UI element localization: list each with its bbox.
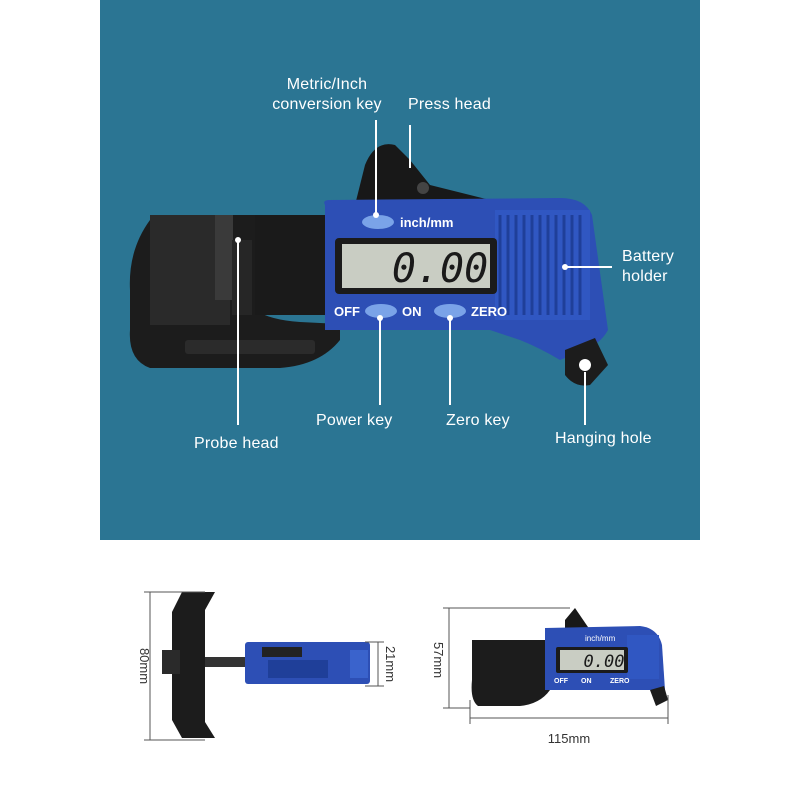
dim-57mm: 57mm	[431, 642, 446, 678]
clamp-frame	[129, 215, 340, 368]
front-unit-label: inch/mm	[585, 634, 616, 643]
battery-holder	[495, 210, 590, 320]
zero-key-button[interactable]	[434, 304, 466, 318]
callout-lines	[237, 120, 612, 425]
off-label: OFF	[334, 304, 360, 319]
callout-hanging-hole: Hanging hole	[555, 430, 652, 447]
side-dimension-lines	[144, 591, 384, 741]
zero-label: ZERO	[471, 304, 507, 319]
power-key-button[interactable]	[365, 304, 397, 318]
hanging-hole	[579, 359, 591, 371]
callout-press-head: Press head	[408, 96, 491, 113]
callout-battery-holder: Battery holder	[622, 248, 675, 285]
front-off-label: OFF	[554, 678, 569, 685]
front-lcd-reading: 0.00	[584, 652, 625, 672]
on-label: ON	[402, 304, 422, 319]
dim-115mm: 115mm	[548, 731, 590, 746]
front-view-drawing: 0.00 inch/mm OFF ON ZERO	[471, 608, 668, 706]
front-on-label: ON	[581, 678, 592, 685]
lcd-reading: 0.00	[392, 246, 488, 292]
callout-power-key: Power key	[316, 412, 393, 429]
dim-80mm: 80mm	[137, 648, 152, 684]
front-zero-label: ZERO	[610, 678, 630, 685]
unit-key-label: inch/mm	[400, 215, 453, 230]
side-view-drawing	[162, 592, 370, 738]
unit-key-button[interactable]	[362, 215, 394, 229]
callout-zero-key: Zero key	[446, 412, 510, 429]
press-head	[355, 144, 490, 215]
dim-21mm: 21mm	[383, 646, 398, 682]
lcd-screen	[342, 244, 490, 288]
front-dimension-lines	[443, 607, 669, 724]
callout-probe-head: Probe head	[194, 435, 279, 452]
callout-metric-inch-key: Metric/Inch conversion key	[272, 76, 382, 113]
